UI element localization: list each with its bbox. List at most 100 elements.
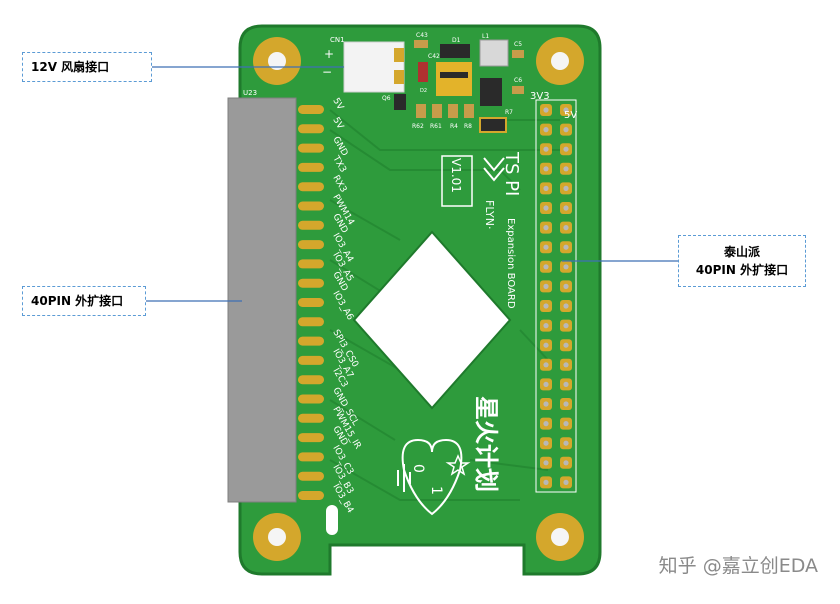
right-header-outline — [535, 99, 577, 493]
connector-pad — [298, 278, 324, 288]
silk-r62: R62 — [412, 123, 424, 130]
version-box — [441, 155, 473, 207]
header-pin — [560, 319, 572, 332]
header-pin — [540, 280, 552, 293]
header-pin — [540, 437, 552, 450]
connector-pad — [298, 220, 324, 230]
header-pin — [540, 378, 552, 391]
connector-pad — [298, 471, 324, 481]
header-pin — [540, 241, 552, 254]
inductor-pads — [436, 62, 472, 96]
header-pin — [540, 476, 552, 489]
left-connector-pads — [298, 105, 324, 500]
callout-left-text: 40PIN 外扩接口 — [31, 294, 124, 308]
wave-icon — [397, 464, 411, 492]
silk-c6: C6 — [514, 77, 522, 84]
connector-pad — [298, 201, 324, 211]
transistor-q6 — [394, 94, 406, 110]
connector-pad — [298, 240, 324, 250]
silk-5v: 5V — [564, 110, 577, 121]
resistor-array — [416, 104, 474, 118]
header-pin — [540, 398, 552, 410]
header-pin — [560, 378, 572, 391]
left-40pin-connector — [227, 97, 297, 503]
silk-c43: C43 — [416, 32, 428, 39]
silk-c42: C42 — [428, 53, 440, 60]
callout-fan-interface: 12V 风扇接口 — [22, 52, 152, 82]
silk-r61: R61 — [430, 123, 442, 130]
callout-left-40pin: 40PIN 外扩接口 — [22, 286, 146, 316]
header-pin — [540, 202, 552, 214]
header-pin — [560, 300, 572, 312]
connector-pad — [298, 162, 324, 172]
inductor-l1 — [479, 39, 509, 67]
header-pin — [560, 339, 572, 352]
header-pin — [540, 319, 552, 332]
mounting-hole-bl — [253, 513, 301, 561]
mounting-hole-tl — [253, 37, 301, 85]
callout-right-text: 40PIN 外扩接口 — [695, 263, 789, 277]
flyn-logo-icon — [483, 157, 505, 182]
connector-pad — [298, 336, 324, 346]
header-pin — [560, 417, 572, 430]
header-pin — [560, 437, 572, 450]
ic-main — [480, 78, 502, 106]
header-pin — [560, 456, 572, 469]
silk-d2: D2 — [420, 88, 427, 94]
right-40pin-header — [540, 104, 572, 489]
silk-d1: D1 — [452, 37, 461, 44]
header-pin — [540, 358, 552, 371]
silk-flyn: FLYN· — [483, 200, 496, 229]
connector-pad — [298, 143, 324, 153]
mounting-hole-tr — [536, 37, 584, 85]
header-pin — [560, 143, 572, 156]
silk-r8: R8 — [464, 123, 472, 130]
diode-d2 — [418, 62, 428, 82]
center-cutout — [352, 230, 512, 410]
header-pin — [540, 339, 552, 352]
silk-r4: R4 — [450, 123, 458, 130]
connector-pad — [298, 491, 324, 500]
header-pin — [540, 143, 552, 156]
header-pin — [560, 221, 572, 234]
silk-u23: U23 — [243, 89, 257, 97]
silk-version: V1.01 — [449, 158, 463, 193]
header-pin — [540, 104, 552, 116]
header-pin — [560, 182, 572, 195]
connector-pad — [298, 394, 324, 404]
silk-c5: C5 — [514, 41, 522, 48]
connector-pad — [298, 355, 324, 365]
silk-r7: R7 — [505, 109, 513, 116]
pcb-traces — [329, 109, 560, 501]
cap-c43 — [414, 40, 428, 48]
header-pin — [560, 202, 572, 214]
cap-c6 — [512, 86, 524, 94]
connector-pad — [298, 124, 324, 134]
bottom-slot — [326, 505, 338, 535]
header-pin — [560, 358, 572, 371]
silk-plus: + — [324, 47, 334, 61]
header-pin — [560, 162, 572, 175]
connector-pad — [298, 182, 324, 192]
header-pin — [560, 241, 572, 254]
silk-3v3: 3V3 — [530, 91, 550, 102]
connector-pad — [298, 452, 324, 462]
cap-c5 — [512, 50, 524, 58]
header-pin — [540, 221, 552, 234]
header-pin — [540, 417, 552, 430]
header-pin — [540, 123, 552, 136]
silk-heart-1: 1 — [428, 486, 444, 495]
connector-pad — [298, 259, 324, 269]
connector-pad — [298, 317, 324, 327]
silk-q6: Q6 — [382, 95, 391, 102]
header-pin — [560, 260, 572, 273]
star-icon — [445, 454, 471, 476]
header-pin — [560, 104, 572, 116]
connector-pad — [298, 413, 324, 423]
header-pin — [540, 300, 552, 312]
callout-right-title: 泰山派 — [723, 245, 760, 259]
header-pin — [540, 162, 552, 175]
header-pin — [540, 260, 552, 273]
